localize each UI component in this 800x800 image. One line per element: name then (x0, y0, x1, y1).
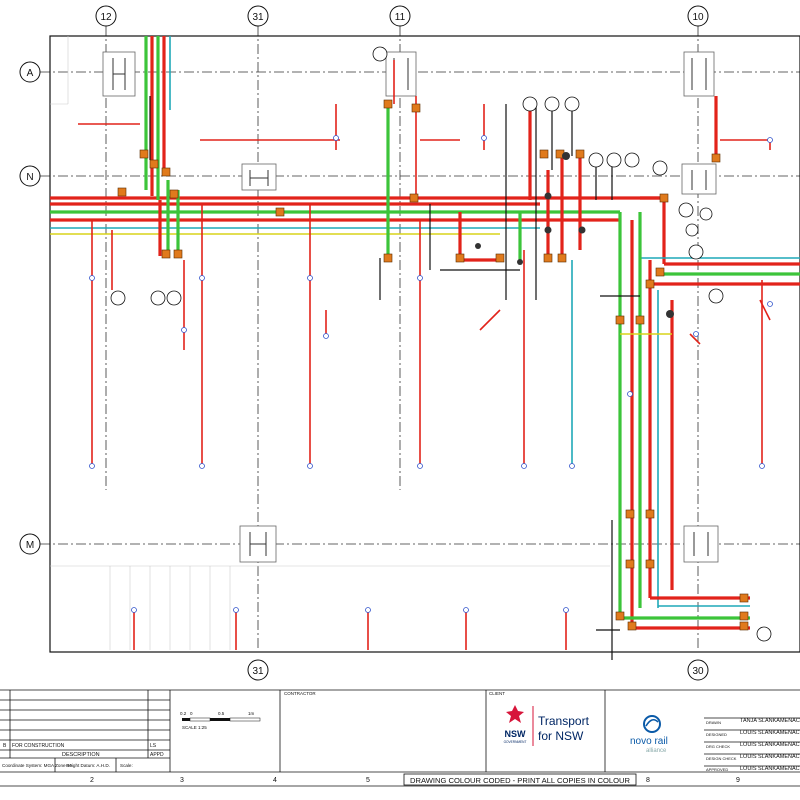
scale-tick-1m: 1m (248, 711, 255, 716)
role-design-check: DESIGN CHECK (706, 756, 737, 761)
grid-bubble-row-m: M (19, 533, 41, 555)
name-approved: LOUIS SLANKAMENAC (740, 766, 800, 772)
riser-group-11 (379, 60, 417, 300)
scale-tick-05: 0.5 (218, 711, 225, 716)
alliance-sub: alliance (646, 748, 667, 754)
valves (475, 152, 674, 318)
drawing-frame (49, 35, 800, 653)
zone-number-8: 8 (646, 777, 650, 784)
scale-tick-0: 0 (190, 711, 193, 716)
grid-bubble-bottom-31: 31 (247, 659, 269, 681)
client-name-line1: Transport (538, 714, 590, 728)
drop-endpoints (89, 135, 773, 613)
notice-box (403, 773, 637, 786)
name-drg-check: LOUIS SLANKAMENAC (740, 742, 800, 748)
name-drawn: TANJA SLANKAMENAC (740, 718, 800, 724)
zone-number-9: 9 (736, 777, 740, 784)
grid-bubble-col-11: 11 (389, 5, 411, 27)
background-hatch (50, 36, 610, 650)
svg-text:M: M (26, 540, 34, 551)
riser-group-left (144, 36, 180, 256)
name-design-check: LOUIS SLANKAMENAC (740, 754, 800, 760)
title-block (0, 689, 800, 787)
alliance-name: novo rail (630, 736, 668, 747)
status-prefix: B (3, 743, 7, 749)
zone-number-3: 3 (180, 777, 184, 784)
novo-rail-logo: novo rail alliance (630, 715, 668, 754)
equipment-tags (110, 46, 772, 642)
grid-bubble-row-n: N (19, 165, 41, 187)
zone-number-4: 4 (273, 777, 277, 784)
grid-bubble-row-a: A (19, 61, 41, 83)
role-drg-check: DRG CHECK (706, 744, 730, 749)
grid-bubble-col-12: 12 (95, 5, 117, 27)
svg-text:31: 31 (252, 666, 264, 677)
zone-number-5: 5 (366, 777, 370, 784)
svg-text:11: 11 (395, 12, 406, 23)
description-header: DESCRIPTION (62, 752, 100, 758)
svg-text:10: 10 (692, 12, 704, 23)
colour-notice: DRAWING COLOUR CODED - PRINT ALL COPIES … (410, 776, 630, 785)
client-label: CLIENT (489, 691, 505, 696)
roles-table: DRAWN TANJA SLANKAMENAC DESIGNED LOUIS S… (704, 717, 800, 772)
scale-ratio: SCALE 1:25 (182, 725, 207, 730)
contractor-label: CONTRACTOR (284, 691, 316, 696)
nsw-logo: NSW GOVERNMENT (504, 705, 534, 746)
central-plant-cluster (429, 104, 613, 331)
zone-number-2: 2 (90, 777, 94, 784)
role-approved: APPROVED (706, 767, 728, 772)
right-main-run (596, 96, 800, 660)
grid-bubble-col-10: 10 (687, 5, 709, 27)
svg-text:31: 31 (252, 12, 264, 23)
appd-header: APPD (150, 752, 164, 758)
role-drawn: DRAWN (706, 720, 721, 725)
grid-bubble-col-31: 31 (247, 5, 269, 27)
role-designed: DESIGNED (706, 732, 727, 737)
rev-code: LS (150, 743, 157, 749)
svg-text:N: N (26, 172, 33, 183)
svg-text:A: A (27, 68, 34, 79)
pipe-fittings (117, 99, 749, 631)
client-name-line2: for NSW (538, 729, 584, 743)
drops (91, 104, 771, 650)
scale-bar: 0.2 0 0.5 1m SCALE 1:25 (180, 711, 261, 730)
name-designed: LOUIS SLANKAMENAC (740, 730, 800, 736)
svg-text:12: 12 (100, 12, 112, 23)
coord-system: Coordinate System: MGA Zone 56 (2, 763, 72, 768)
nsw-logo-sub: GOVERNMENT (504, 740, 527, 744)
status-text: FOR CONSTRUCTION (12, 743, 65, 749)
novo-rail-icon (643, 715, 661, 733)
structural-columns (102, 51, 719, 563)
scale-label: Scale: (120, 763, 133, 768)
height-datum: Height Datum: A.H.D. (66, 763, 110, 768)
nsw-logo-text: NSW (505, 729, 527, 739)
scale-tick-02: 0.2 (180, 711, 187, 716)
svg-text:30: 30 (692, 666, 704, 677)
waratah-icon (506, 705, 524, 723)
grid-bubble-bottom-30: 30 (687, 659, 709, 681)
